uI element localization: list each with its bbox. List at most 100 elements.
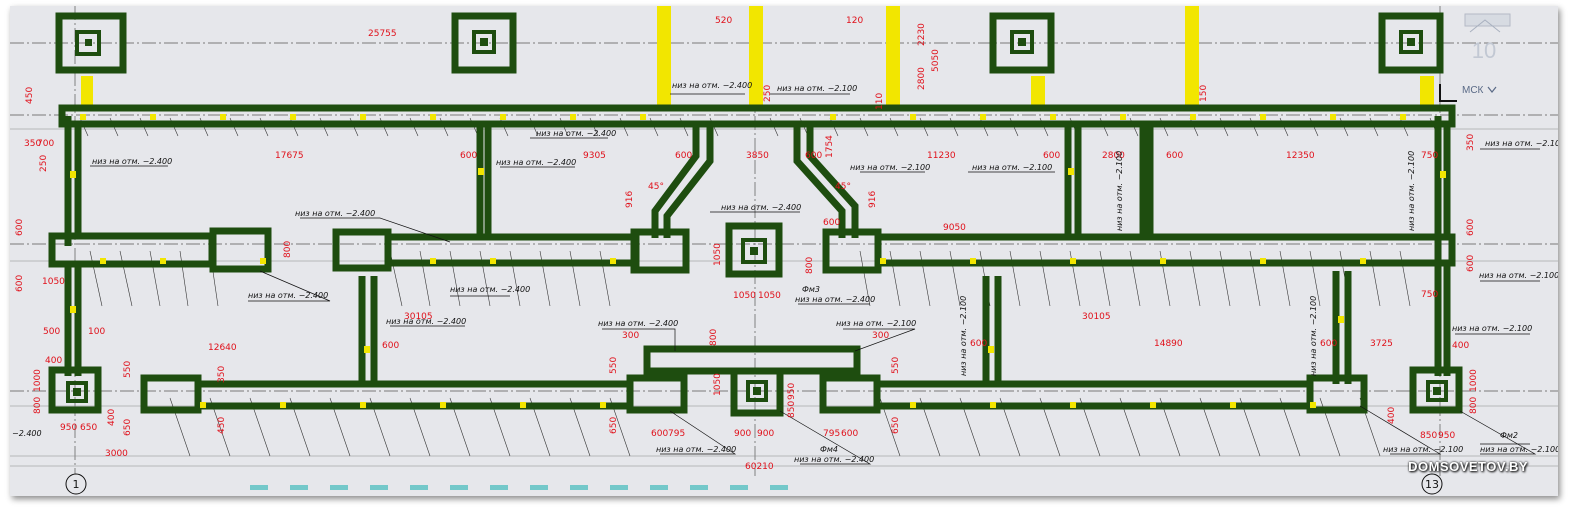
dim-950-a: 950	[60, 423, 77, 433]
note-n2100-b: низ на отм. −2.100	[850, 163, 930, 172]
drawing-viewport[interactable]: 25755 520 120 17675 600 9305 600 3850 60…	[10, 6, 1558, 496]
dim-600-k: 600	[841, 429, 858, 439]
note-n2400-f: низ на отм. −2.400	[721, 203, 801, 212]
dim-800-d: 800	[33, 397, 43, 414]
dim-800-e: 800	[1469, 397, 1479, 414]
foundation-plan-drawing[interactable]: 25755 520 120 17675 600 9305 600 3850 60…	[10, 6, 1558, 496]
note-n2400-m: низ на отм. −2.400	[794, 455, 874, 464]
note-n2100-i: низ на отм. −2.100	[1480, 445, 1558, 454]
dim-800-b: 800	[805, 257, 815, 274]
dim-300-a: 300	[622, 331, 639, 341]
dim-850: 850	[1420, 431, 1437, 441]
axis-label-right: 13	[1425, 478, 1439, 491]
dim-700: 700	[37, 139, 54, 149]
dim-600-a: 600	[460, 151, 477, 161]
dim-750-a: 750	[1421, 151, 1438, 161]
dim-overall-top: 25755	[368, 29, 397, 39]
axis-marker-right: 13	[1421, 473, 1443, 495]
dim-300-b: 300	[872, 331, 889, 341]
pad-cores	[73, 38, 1441, 396]
dim-1050-v: 1050	[713, 243, 723, 266]
note-fm3: Фм3	[802, 285, 820, 294]
dim-900-a: 900	[734, 429, 751, 439]
dim-600-j: 600	[651, 429, 668, 439]
axis-label-left: 1	[73, 478, 80, 491]
note-n2400-d: низ на отм. −2.400	[672, 81, 752, 90]
chevron-down-icon[interactable]	[1487, 86, 1497, 93]
note-n2100-g: низ на отм. −2.100	[1479, 271, 1558, 280]
dim-350: 350	[24, 139, 41, 149]
dim-250: 250	[39, 155, 49, 172]
dim-1754: 1754	[825, 135, 835, 158]
dim-17675: 17675	[275, 151, 304, 161]
axis-marker-left: 1	[65, 473, 87, 495]
dim-900-b: 900	[757, 429, 774, 439]
note-n2400-e: низ на отм. −2.400	[295, 209, 375, 218]
dim-800-c: 800	[709, 329, 719, 346]
note-n2400-h: низ на отм. −2.400	[450, 285, 530, 294]
dim-30105-right: 30105	[1082, 312, 1111, 322]
dim-1050: 1050	[42, 277, 65, 287]
note-n2100-v4: низ на отм. −2.100	[1309, 296, 1318, 376]
foundation-beams	[48, 12, 1463, 417]
dim-12350: 12350	[1286, 151, 1315, 161]
watermark: DOMSOVETOV.BY	[1408, 459, 1528, 474]
note-n2100-h: низ на отм. −2.100	[1452, 324, 1532, 333]
note-n2100-e: низ на отм. −2.100	[1383, 445, 1463, 454]
dim-600-d: 600	[1043, 151, 1060, 161]
dim-650-v: 650	[123, 419, 133, 436]
dim-400-a: 400	[45, 356, 62, 366]
dim-400-v2: 400	[1387, 407, 1397, 424]
ucs-indicator[interactable]: МСК	[1439, 84, 1497, 102]
leader-lines	[90, 93, 1540, 465]
dim-overall-bottom: 60210	[745, 462, 774, 472]
dim-916-a: 916	[625, 191, 635, 208]
note-n2100-v3: низ на отм. −2.100	[959, 296, 968, 376]
dim-250-b: 250	[763, 85, 773, 102]
dim-600-f: 600	[823, 218, 840, 228]
dim-11230: 11230	[927, 151, 956, 161]
dim-14890: 14890	[1154, 339, 1183, 349]
note-n2100-a: низ на отм. −2.100	[777, 84, 857, 93]
dim-450-b: 450	[217, 417, 227, 434]
dim-950-b: 950	[1438, 431, 1455, 441]
dim-12640: 12640	[208, 343, 237, 353]
yellow-columns	[81, 6, 1434, 108]
dim-3000: 3000	[105, 449, 128, 459]
dim-600-n: 600	[1466, 219, 1476, 236]
dim-750-b: 750	[1421, 290, 1438, 300]
note-fm2: Фм2	[1500, 431, 1518, 440]
note-n2400-j: низ на отм. −2.400	[386, 317, 466, 326]
dim-520: 520	[715, 16, 732, 26]
dim-450-a: 450	[25, 87, 35, 104]
dim-600-e: 600	[1166, 151, 1183, 161]
note-fm4: Фм4	[820, 445, 838, 454]
view-cube[interactable]: 10	[1464, 13, 1511, 63]
dim-950-v: 950	[787, 383, 797, 400]
dim-120: 120	[846, 16, 863, 26]
dim-600-b: 600	[675, 151, 692, 161]
note-n2400-c: низ на отм. −2.400	[496, 158, 576, 167]
dim-3725: 3725	[1370, 339, 1393, 349]
dim-650-v3: 650	[891, 417, 901, 434]
dim-2800: 2800	[1102, 151, 1125, 161]
dim-600-m: 600	[15, 275, 25, 292]
note-n2100-v2: низ на отм. −2.100	[1407, 151, 1416, 231]
dim-1050-c: 1050	[758, 291, 781, 301]
pad-details	[66, 30, 1448, 403]
dim-600-i: 600	[382, 341, 399, 351]
note-n2400-g: низ на отм. −2.400	[248, 291, 328, 300]
dim-550-a: 550	[123, 361, 133, 378]
view-cube-label: 10	[1472, 38, 1496, 63]
note-n2400-k: низ на отм. −2.400	[598, 319, 678, 328]
dim-9050: 9050	[943, 223, 966, 233]
note-n2400-i: низ на отм. −2.400	[795, 295, 875, 304]
dim-600-h: 600	[970, 339, 987, 349]
dim-9305: 9305	[583, 151, 606, 161]
dim-1050-v2: 1050	[713, 373, 723, 396]
dim-600-l: 600	[15, 219, 25, 236]
angle-45-a: 45°	[648, 182, 664, 192]
dim-600-o: 600	[1466, 255, 1476, 272]
dim-650-v2: 650	[609, 417, 619, 434]
dim-600-c: 600	[805, 151, 822, 161]
